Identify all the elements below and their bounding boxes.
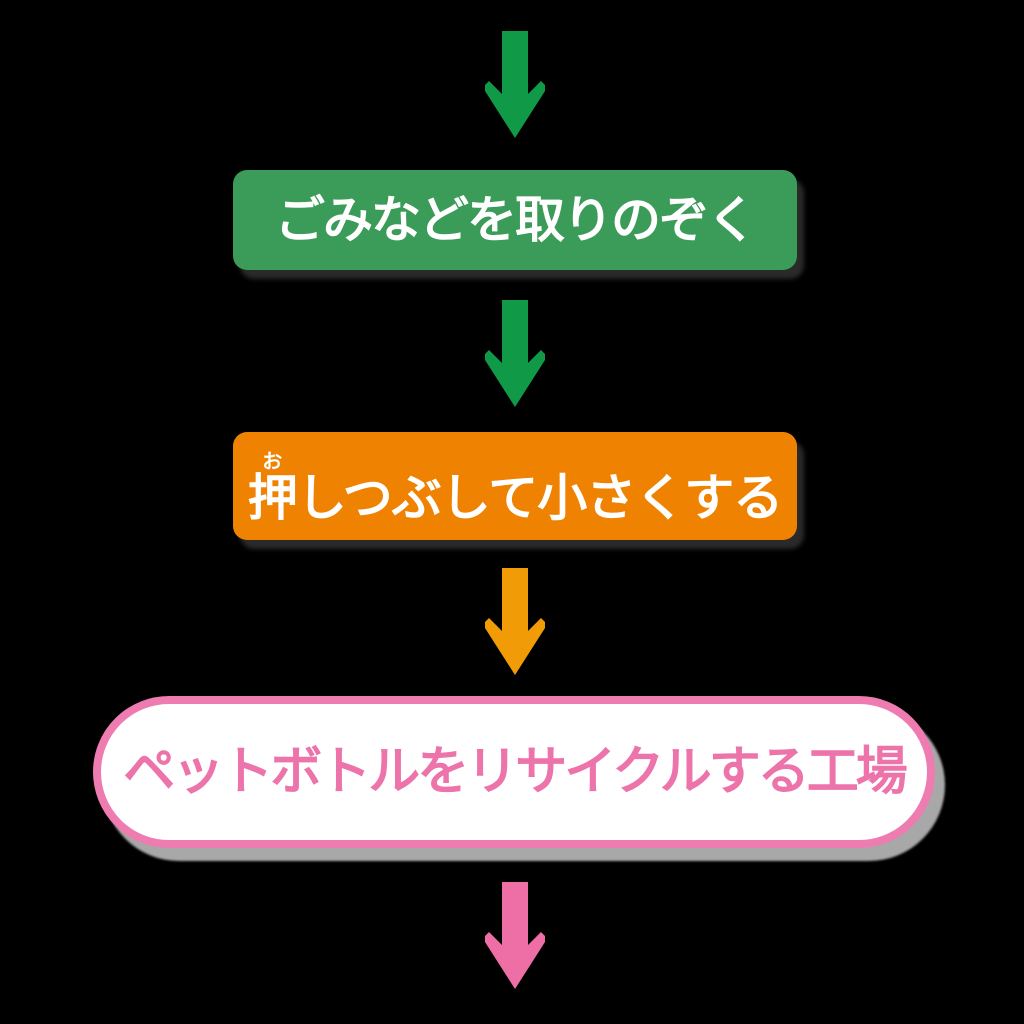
step-remove-garbage-label: ごみなどを取りのぞく (275, 191, 757, 249)
furigana-ruby: 押お (247, 449, 298, 527)
down-arrow-shape (485, 568, 545, 675)
down-arrow-shape (485, 882, 545, 989)
step-crush-label-rest: しつぶして小さくする (296, 468, 783, 527)
furigana-text: お (247, 448, 297, 473)
down-arrow-icon (485, 882, 545, 989)
factory-label: ペットボトルをリサイクルする工場 (123, 742, 907, 802)
step-crush-label: 押おしつぶして小さくする (248, 449, 783, 523)
step-crush-box: 押おしつぶして小さくする (233, 432, 797, 540)
down-arrow-icon (485, 568, 545, 675)
step-remove-garbage-box: ごみなどを取りのぞく (233, 170, 797, 270)
down-arrow-shape (485, 31, 545, 138)
down-arrow-icon (485, 31, 545, 138)
down-arrow-shape (485, 300, 545, 407)
down-arrow-icon (485, 300, 545, 407)
factory-node: ペットボトルをリサイクルする工場 (93, 696, 935, 848)
kanji-base: 押 (247, 468, 298, 527)
